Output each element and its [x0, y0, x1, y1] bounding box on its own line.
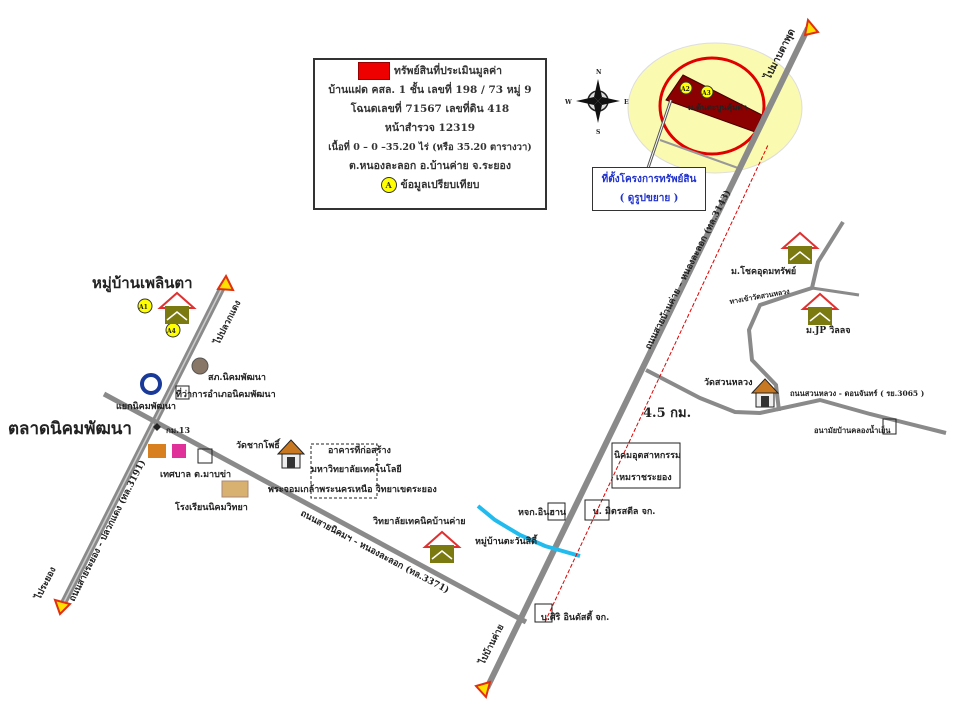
marker-a2[interactable]: A2 — [679, 81, 693, 95]
industrial-label-2: เหมราชระยอง — [616, 473, 672, 483]
arrow-to-map-ta-phut[interactable] — [803, 17, 820, 37]
district-office-label: ที่ว่าการอำเภอนิคมพัฒนา — [176, 387, 276, 400]
legend-line-4: เนื้อที่ 0 – 0 –35.20 ไร่ (หรือ 35.20 ตา… — [328, 142, 532, 153]
legend-line-1: บ้านแฝด คสล. 1 ชั้น เลขที่ 198 / 73 หมู่… — [328, 84, 532, 96]
wat-khao-pho-label: วัดชากโพธิ์ — [236, 438, 281, 451]
hospital-shop-label: หจก.อินฮาน — [518, 507, 567, 518]
arrow-to-rayong[interactable] — [53, 598, 72, 616]
property-callout[interactable]: ที่ตั้งโครงการทรัพย์สิน ( ดูรูปขยาย ) — [592, 167, 706, 211]
police-icon — [191, 357, 209, 375]
stream — [476, 504, 581, 558]
school-icon — [221, 480, 249, 498]
siri-co-label: บ.ศิริ อินดัสตี้ จก. — [541, 610, 609, 623]
marker-a3[interactable]: A3 — [700, 85, 714, 99]
construction-area — [310, 443, 378, 499]
legend-line-2: โฉนดเลขที่ 71567 เลขที่ดิน 418 — [350, 103, 510, 115]
school-label: โรงเรียนนิคมวิทยา — [174, 501, 248, 513]
shop-icon — [172, 444, 186, 458]
arrow-to-ban-khai[interactable] — [474, 680, 492, 700]
legend-line-3: หน้าสำรวจ 12319 — [384, 122, 476, 134]
municipality-label: เทศบาล ต.มาบข่า — [160, 469, 231, 480]
to-rayong-label: ไประยอง — [32, 565, 59, 603]
legend-box: ทรัพย์สินที่ประเมินมูลค่า บ้านแฝด คสล. 1… — [313, 58, 547, 210]
legend-property-label: ทรัพย์สินที่ประเมินมูลค่า — [393, 65, 503, 77]
village-phlin-ta-label: หมู่บ้านเพลินตา — [92, 274, 193, 293]
main-road[interactable] — [484, 26, 811, 690]
marker-a1[interactable]: A1 — [137, 298, 153, 314]
legend-comparable-label: ข้อมูลเปรียบเทียบ — [400, 179, 480, 191]
bank-icon — [140, 373, 162, 395]
compass-n: N — [596, 69, 602, 76]
house-icon-chok — [782, 232, 818, 265]
legend-line-5: ต.หนองละลอก อ.บ้านค่าย จ.ระยอง — [349, 160, 511, 172]
callout-line-1: ที่ตั้งโครงการทรัพย์สิน — [601, 174, 697, 185]
comparable-marker-icon: A — [380, 177, 397, 193]
tech-college-label: วิทยาลัยเทคนิคบ้านค่าย — [372, 516, 466, 527]
winding-road[interactable] — [746, 220, 845, 412]
right-road-label: ถนนสวนหลวง - ดอนจันทร์ ( รย.3065 ) — [790, 389, 924, 398]
main-road-label: ถนนสายบ้านค่าย – หนองละลอก (ทล.3143) — [643, 188, 733, 351]
subject-highlight-circle — [658, 56, 766, 156]
temple-icon-khao-pho — [277, 439, 305, 469]
marker-a4[interactable]: A4 — [165, 322, 181, 338]
village-tawan-label: หมู่บ้านตะวันสิตี้ — [475, 534, 538, 547]
construction-label-1: อาคารที่ก่อสร้าง — [328, 443, 391, 456]
construction-label-2: มหาวิทยาลัยเทคโนโลยี — [311, 463, 402, 475]
svg-text:A4: A4 — [166, 328, 176, 335]
subject-village-label: ม.ต้นตะบูนคุ้มค่า — [688, 102, 747, 113]
health-center-label: อนามัยบ้านคลองน้ำเย็น — [814, 424, 891, 435]
house-icon-phlin-ta — [159, 292, 195, 325]
svg-text:A2: A2 — [680, 86, 690, 93]
construction-label-3: พระจอมเกล้าพระนครเหนือ วิทยาเขตระยอง — [268, 483, 437, 495]
svg-text:A1: A1 — [138, 304, 148, 311]
compass-e: E — [624, 99, 629, 106]
industrial-box — [611, 442, 681, 489]
house-icon-tech-college — [424, 531, 460, 564]
left-road-label: ถนนสายระยอง - ปลวกแดง (ทล.3191) — [67, 458, 148, 603]
compass-s: S — [596, 129, 600, 136]
village-chok-label: ม.โชคอุดมทรัพย์ — [731, 265, 796, 277]
compass-icon: N S W E — [564, 69, 629, 136]
market-label: ตลาดนิคมพัฒนา — [8, 419, 132, 439]
wat-suan-luang-label: วัดสวนหลวง — [704, 377, 753, 388]
house-icon-jp — [802, 293, 838, 326]
office-box — [175, 385, 190, 400]
property-swatch — [357, 62, 390, 80]
compass-w: W — [564, 99, 572, 106]
distance-label: 4.5 กม. — [643, 406, 691, 421]
right-road[interactable] — [645, 368, 947, 435]
mitr-co-label: บ. มิตรสตีล จก. — [593, 506, 655, 517]
km13-label: กม.13 — [166, 425, 190, 435]
police-label: สภ.นิคมพัฒนา — [208, 372, 266, 383]
callout-line-2: ( ดูรูปขยาย ) — [619, 193, 679, 204]
svg-text:A3: A3 — [701, 90, 711, 97]
arrow-to-pluak-daeng[interactable] — [216, 273, 235, 292]
gas-station-icon — [148, 444, 166, 458]
km-marker-icon — [153, 423, 161, 431]
industrial-label-1: นิคมอุตสาหกรรม — [614, 450, 681, 461]
distance-line — [544, 144, 769, 623]
cross-road[interactable] — [102, 391, 528, 625]
nikhom-junction-label: แยกนิคมพัฒนา — [116, 401, 176, 412]
village-jp-label: ม.JP วิลลจ — [806, 325, 851, 336]
